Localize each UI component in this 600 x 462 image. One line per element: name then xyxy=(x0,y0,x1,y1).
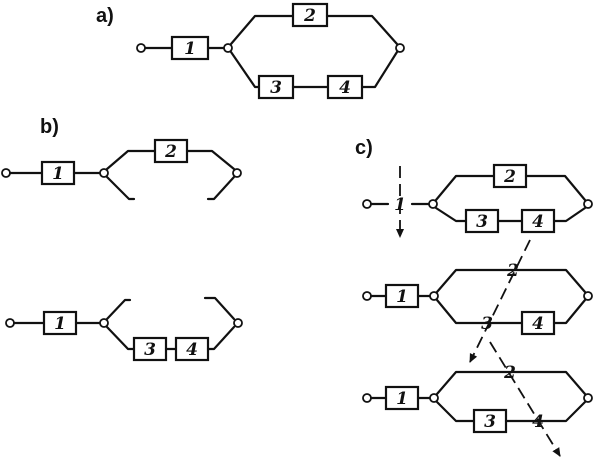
panel-c-third-block-3-label: 3 xyxy=(484,412,496,432)
panel-a-upper-branch-right xyxy=(325,14,399,46)
panel-c-second-input-node xyxy=(362,291,372,301)
panel-c: c) 2 3 4 1 1 xyxy=(355,137,593,457)
panel-c-third-block-1-label: 1 xyxy=(396,389,408,409)
panel-b-bottom-lower-left xyxy=(105,325,136,351)
panel-b-top-upper-left xyxy=(105,149,157,171)
panel-c-second-block-4-label: 4 xyxy=(532,314,544,334)
panel-b-top-lower-stub-right xyxy=(206,175,236,201)
panel-a-split-node xyxy=(223,43,233,53)
panel-b-bottom-block-1-label: 1 xyxy=(54,314,66,334)
panel-b-top-block-2-label: 2 xyxy=(164,142,177,162)
panel-c-first-lower-right xyxy=(552,206,587,223)
panel-a-block-4-label: 4 xyxy=(339,78,351,98)
panel-c-first-circuit: 2 3 4 1 xyxy=(362,163,593,238)
panel-b-bottom-block-3-label: 3 xyxy=(144,340,156,360)
panel-b-top-split-node xyxy=(99,168,109,178)
panel-b-label: b) xyxy=(40,116,59,138)
panel-a-label: a) xyxy=(96,5,114,27)
panel-b-top-output-node xyxy=(232,168,242,178)
panel-b-bottom-circuit: 1 3 4 xyxy=(5,296,243,362)
panel-a-output-node xyxy=(395,43,405,53)
panel-c-second-lower-left xyxy=(435,298,524,325)
panel-c-first-block-3-label: 3 xyxy=(476,212,488,232)
panel-c-first-input-node xyxy=(362,199,372,209)
panel-c-second-split-node xyxy=(429,291,439,301)
panel-c-second-cut-label-lower: 3 xyxy=(481,314,493,334)
panel-a-lower-branch-right xyxy=(360,50,399,89)
panel-c-first-block-2-label: 2 xyxy=(503,167,516,187)
panel-c-first-cut-label: 1 xyxy=(394,195,406,215)
panel-c-second-cut-label-upper: 2 xyxy=(506,261,519,281)
panel-c-second-output-node xyxy=(583,291,593,301)
panel-c-third-split-node xyxy=(429,393,439,403)
panel-c-third-upper-branch xyxy=(435,370,587,396)
panel-c-first-block-4-label: 4 xyxy=(532,212,544,232)
panel-c-first-upper-left xyxy=(434,174,496,202)
panel-a-block-3-label: 3 xyxy=(270,78,282,98)
panel-c-label: c) xyxy=(355,137,373,159)
panel-a-input-node xyxy=(136,43,146,53)
panel-b-bottom-output-node xyxy=(233,318,243,328)
panel-b-bottom-split-node xyxy=(99,318,109,328)
panel-c-third-lower-right xyxy=(504,400,587,423)
panel-b-bottom-upper-stub-right xyxy=(203,296,236,321)
panel-b-bottom-upper-stub-left xyxy=(105,298,132,321)
panel-a: a) 1 2 3 4 xyxy=(96,2,405,100)
panel-c-first-output-node xyxy=(583,199,593,209)
panel-a-lower-branch-left xyxy=(229,50,261,89)
panel-c-third-lower-left xyxy=(435,400,476,423)
panel-c-second-cut-arrow xyxy=(469,239,531,363)
panel-b-top-lower-stub-left xyxy=(105,175,136,201)
panel-b-top-upper-right xyxy=(185,149,236,171)
panel-c-second-lower-right xyxy=(552,298,587,325)
panel-b-top-block-1-label: 1 xyxy=(52,164,64,184)
panel-c-second-block-1-label: 1 xyxy=(396,287,408,307)
panel-a-block-1-label: 1 xyxy=(184,39,196,59)
panel-c-third-cut-label-lower: 4 xyxy=(532,412,544,432)
panel-b: b) 1 2 1 xyxy=(1,116,243,362)
panel-b-bottom-block-4-label: 4 xyxy=(186,340,198,360)
panel-c-third-output-node xyxy=(583,393,593,403)
panel-b-top-circuit: 1 2 xyxy=(1,138,242,201)
panel-c-first-split-node xyxy=(428,199,438,209)
panel-a-upper-branch-left xyxy=(229,14,295,46)
panel-c-third-cut-arrow xyxy=(489,341,561,457)
panel-c-second-circuit: 1 4 2 3 xyxy=(362,261,593,336)
panel-b-bottom-input-node xyxy=(5,318,15,328)
panel-c-second-upper-branch xyxy=(435,268,587,294)
panel-c-third-input-node xyxy=(362,393,372,403)
panel-a-block-2-label: 2 xyxy=(303,6,316,26)
panel-c-first-upper-right xyxy=(524,174,587,202)
panel-c-first-lower-left xyxy=(434,206,468,223)
panel-b-bottom-lower-right xyxy=(206,325,236,351)
panel-b-top-input-node xyxy=(1,168,11,178)
panel-c-third-circuit: 1 3 2 4 xyxy=(362,363,593,434)
